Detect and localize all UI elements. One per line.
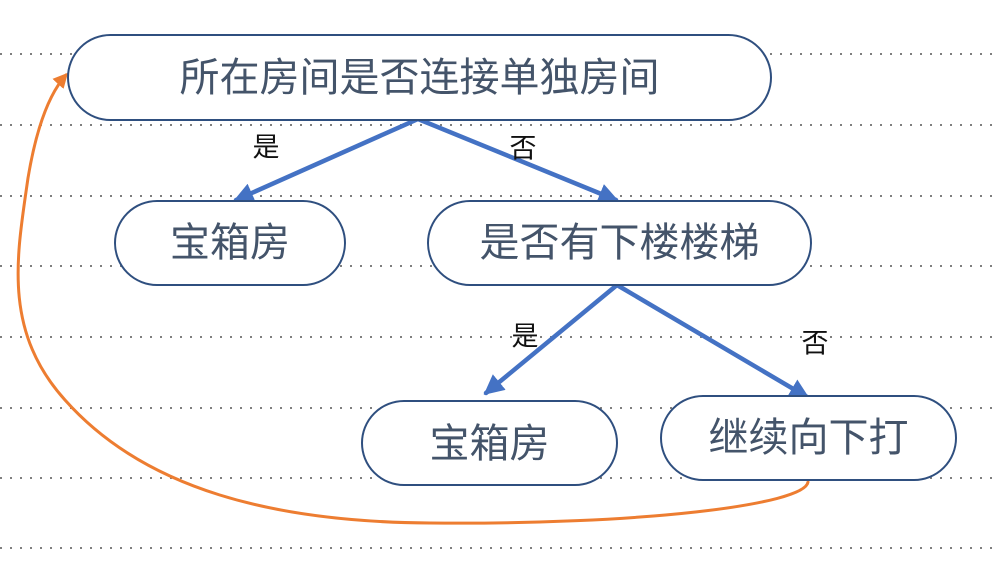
flow-nodes: 所在房间是否连接单独房间 宝箱房 是否有下楼楼梯 宝箱房 继续向下打 [67, 34, 957, 486]
node-shape [67, 34, 772, 121]
node-shape [427, 200, 812, 286]
result-node-treasure-left: 宝箱房 [114, 200, 346, 286]
node-label: 所在房间是否连接单独房间 [180, 55, 660, 101]
orange-loop-arrow [16, 72, 810, 525]
edge-stairs-yes-arrow [483, 282, 620, 396]
decision-node-stairs: 是否有下楼楼梯 [427, 200, 812, 286]
edge-labels: 是 否 是 否 [253, 133, 829, 360]
edge-root-yes-arrow [233, 116, 421, 203]
edge-root-no-arrow [415, 116, 619, 203]
node-shape [361, 400, 618, 486]
node-label: 宝箱房 [170, 220, 290, 266]
action-node-continue: 继续向下打 [660, 395, 957, 481]
edge-stairs-no-arrow [614, 282, 810, 400]
node-label: 是否有下楼楼梯 [480, 220, 760, 266]
edge-label-root-no: 否 [510, 134, 537, 165]
node-label: 宝箱房 [430, 421, 550, 467]
edge-label-root-yes: 是 [253, 133, 280, 164]
node-label: 继续向下打 [709, 415, 909, 461]
blue-connectors [233, 116, 810, 400]
node-shape [114, 200, 346, 286]
result-node-treasure-bottom: 宝箱房 [361, 400, 618, 486]
edge-label-stairs-yes: 是 [512, 322, 539, 353]
node-shape [660, 395, 957, 481]
edge-label-stairs-no: 否 [802, 329, 829, 360]
decision-node-root: 所在房间是否连接单独房间 [67, 34, 772, 121]
